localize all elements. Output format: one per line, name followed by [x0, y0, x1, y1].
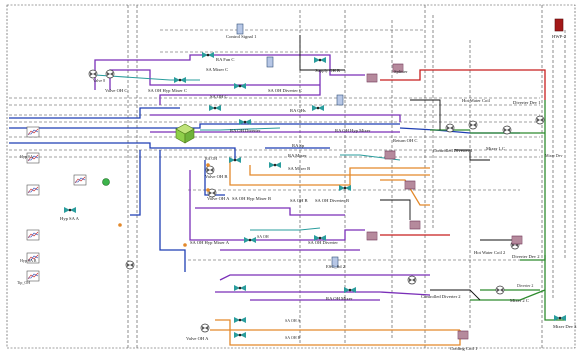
valve-oh-b-icon[interactable]	[206, 166, 214, 174]
label-mixer-dev: Mixer Dev	[545, 153, 562, 158]
label-splitter: Splitter	[394, 69, 408, 74]
hot-water-coil-2-icon[interactable]	[512, 236, 522, 244]
label-hyp-sa-b: Hyp SA B	[20, 258, 37, 263]
label-valve-oh-a: Valve OH A	[207, 196, 230, 201]
green-node-icon[interactable]	[103, 179, 110, 186]
label-sa-oh-diverter-c: SA OH Diverter C	[268, 88, 302, 93]
purple-flow-lines	[95, 55, 430, 300]
label-ra-ohs: RA OHs	[290, 108, 306, 113]
controlled-diverter-valve-icon[interactable]	[446, 124, 454, 132]
supply-coil-icon[interactable]	[405, 181, 415, 189]
mixer-2-valve-icon[interactable]	[496, 286, 504, 294]
valve-oh-a2-icon[interactable]	[201, 324, 209, 332]
label-controlled-diverter-2: Controlled Diverter 2	[421, 294, 461, 299]
label-hot-water-coil: Hot Water Coil	[462, 98, 491, 103]
cube-icon[interactable]	[176, 124, 194, 143]
hot-water-valve-icon[interactable]	[469, 121, 477, 129]
label-mixer-dev-3: Mixer Dev 3	[553, 324, 577, 329]
label-hot-water-coil-2: Hot Water Coil 2	[474, 250, 506, 255]
label-controlled-diverter: Controlled Diverter 1	[433, 148, 473, 153]
label-diverter: Diverter 2	[517, 283, 533, 288]
sa-oh-b-fan-icon[interactable]	[234, 332, 246, 338]
label-sa-oh-diverter-b: SA OH Diverter B	[315, 198, 349, 203]
label-sa-oh: SA OH	[257, 234, 269, 239]
label-sa-oh-hyp-mixer-b: SA OH Hyp Mixer B	[232, 196, 271, 201]
sa-mixer-b-fan-icon[interactable]	[269, 162, 281, 168]
ra-fan-c-fan-icon[interactable]	[202, 52, 214, 58]
diverter-dev-valve-icon[interactable]	[536, 116, 544, 124]
sa-oh-a-fan-icon[interactable]	[234, 317, 246, 323]
label-ra-mixer: RA Mixer	[288, 153, 307, 158]
chart-icon-3[interactable]	[27, 185, 39, 195]
label-ra-oh: RA OH	[205, 156, 217, 161]
label-sa-oh-b: SA OH B	[290, 198, 308, 203]
label-hwp: HWP-2	[552, 34, 567, 39]
label-diverter-dev: Diverter Dev 1	[513, 100, 541, 105]
ra-ohs-fan-icon[interactable]	[209, 105, 221, 111]
control-box-icon[interactable]	[267, 57, 273, 67]
ra-oh-hyp-fan-icon[interactable]	[312, 105, 324, 111]
label-sa-oh-a: SA OH A	[285, 318, 300, 323]
hwp-icon[interactable]	[555, 19, 563, 31]
label-sa-oh-hyp-mixer-a: SA OH Hyp Mixer A	[190, 240, 230, 245]
controlled-diverter-2-icon[interactable]	[408, 276, 416, 284]
label-sa-oh-c: SA OH C	[210, 94, 228, 99]
label-ra-sp: RA Sp	[292, 143, 305, 148]
splitter-coil-icon[interactable]	[367, 74, 377, 82]
orange-flow-lines	[210, 160, 460, 345]
control-signal-icon[interactable]	[237, 24, 243, 34]
chart-icon-7[interactable]	[74, 175, 86, 185]
label-sa-mixer-b: SA Mixer B	[288, 166, 310, 171]
orange-node-1	[206, 163, 210, 167]
sa-oh-coil-icon[interactable]	[367, 232, 377, 240]
hyp-sa-a-fan-icon[interactable]	[64, 207, 76, 213]
label-control-signal: Control Signal 1	[226, 34, 257, 39]
cooling-coil-icon[interactable]	[458, 331, 468, 339]
valve-8-icon[interactable]	[89, 70, 97, 78]
label-mixer-c: Mixer 1 C	[486, 146, 505, 151]
sa-oh-fan-icon[interactable]	[244, 237, 256, 243]
label-valve-oh-b: Valve OH B	[205, 174, 227, 179]
label-supply-oh-b: Supply OH B	[315, 68, 340, 73]
labels-layer: Control Signal 1 HWP-2 RA Fan C SA Mixer…	[17, 34, 577, 351]
label-ra-oh-diverter: RA OH Diverter	[230, 128, 261, 133]
sa-mixer-c-fan-icon[interactable]	[174, 77, 186, 83]
frame-lines	[7, 5, 575, 348]
ra-sp-tank-icon[interactable]	[337, 95, 343, 105]
valve-oh-c-icon[interactable]	[106, 70, 114, 78]
ra-oh-diverter-fan-icon-2[interactable]	[234, 285, 246, 291]
label-sa-mixer-c: SA Mixer C	[206, 67, 228, 72]
chart-icon-1[interactable]	[27, 127, 39, 137]
label-mixer-2: Mixer 2 C	[510, 298, 529, 303]
label-ra-fan-c: RA Fan C	[216, 57, 234, 62]
return-oh-c-coil-icon[interactable]	[385, 151, 395, 159]
mixer-c-valve-icon[interactable]	[503, 126, 511, 134]
label-tip-oh: Tip_OH	[17, 280, 30, 285]
label-sa-oh-diverter: SA OH Diverter	[308, 240, 338, 245]
components-layer	[27, 19, 566, 339]
label-valve-oh-a2: Valve OH A	[186, 336, 209, 341]
mixer-coil-icon[interactable]	[410, 221, 420, 229]
sa-oh-c-fan-icon[interactable]	[234, 83, 246, 89]
label-hyp-sa-a: Hyp SA A	[60, 216, 80, 221]
chart-icon-4[interactable]	[27, 230, 39, 240]
orange-node-3	[183, 243, 187, 247]
valve-oh-a3-icon[interactable]	[126, 261, 134, 269]
label-sa-oh-hyp-mixer-c: SA OH Hyp Mixer C	[148, 88, 187, 93]
label-valve-oh-c: Valve OH C	[105, 88, 127, 93]
label-hyp-sa: Hyp SA	[20, 154, 33, 159]
label-return-oh-c: Return OH C	[393, 138, 418, 143]
label-sa-oh-b2: SA OH B	[285, 335, 301, 340]
label-cooling-coil: Cooling Coil 1	[450, 346, 478, 351]
label-diverter-dev-2: Diverter Dev 2	[512, 254, 540, 259]
orange-node-4	[118, 223, 122, 227]
label-ra-oh-mixer: RA OH Mixer	[326, 296, 353, 301]
label-ra-oh-hyp-mixer: RA OH Hyp Mixer	[335, 128, 371, 133]
orange-node-2	[206, 188, 210, 192]
supply-oh-b-fan-icon[interactable]	[314, 57, 326, 63]
label-valve-8: Valve 8	[93, 78, 105, 83]
label-esc-sd: ESC_Sd 2	[326, 264, 346, 269]
